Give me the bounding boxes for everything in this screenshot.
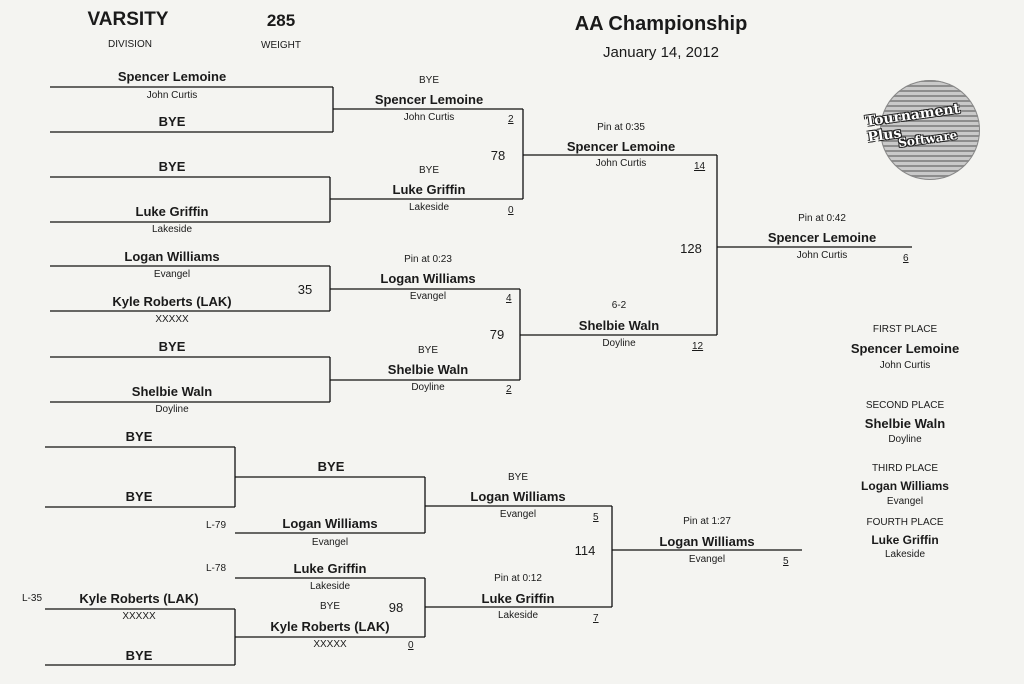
r2-score-1: 2	[508, 114, 514, 125]
r1-name-7: BYE	[158, 339, 186, 354]
cons-final-school: Evangel	[688, 554, 726, 565]
r3-score-2: 12	[692, 341, 704, 352]
r3-score-1: 14	[694, 161, 706, 172]
loser-from-79: L-79	[206, 520, 227, 531]
r1-school-4: Lakeside	[151, 224, 193, 235]
r2-school-2: Lakeside	[408, 202, 450, 213]
r1-name-8: Shelbie Waln	[131, 384, 213, 399]
loser-from-78: L-78	[206, 563, 227, 574]
cons-r3-score-a: 5	[593, 512, 599, 523]
r3-school-2: Doyline	[602, 338, 636, 349]
second-place-name: Shelbie Waln	[864, 416, 946, 431]
cons-r1-school-1: XXXXX	[122, 611, 156, 622]
r2-result-3: Pin at 0:23	[404, 254, 452, 265]
cons-r3-name-a: Logan Williams	[470, 489, 566, 504]
bout-number-114: 114	[574, 543, 596, 558]
third-place-label: THIRD PLACE	[871, 463, 939, 474]
r1-name-3: BYE	[158, 159, 186, 174]
first-place-name: Spencer Lemoine	[850, 341, 960, 356]
cons-r1-win-school: XXXXX	[313, 639, 347, 650]
final-school: John Curtis	[796, 250, 848, 261]
r2-name-2: Luke Griffin	[392, 182, 466, 197]
r2-result-2: BYE	[418, 165, 440, 176]
cons-r2-school-a: Evangel	[311, 537, 349, 548]
r2-school-3: Evangel	[409, 291, 447, 302]
cons-r3-score-b: 7	[593, 613, 599, 624]
cons-r2-name-a: Logan Williams	[282, 516, 378, 531]
r2-result-1: BYE	[418, 75, 440, 86]
division-value: VARSITY	[87, 9, 169, 30]
second-place-school: Doyline	[888, 434, 922, 445]
r2-score-4: 2	[506, 384, 512, 395]
r2-name-3: Logan Williams	[380, 271, 476, 286]
cons-r1-name-1: Kyle Roberts (LAK)	[79, 591, 199, 606]
r3-name-1: Spencer Lemoine	[566, 139, 676, 154]
r2-name-4: Shelbie Waln	[387, 362, 469, 377]
cons-final-score: 5	[783, 556, 789, 567]
fourth-place-name: Luke Griffin	[871, 533, 939, 547]
third-place-name: Logan Williams	[861, 479, 949, 493]
r3-result-1: Pin at 0:35	[597, 122, 645, 133]
r1-name-4: Luke Griffin	[135, 204, 209, 219]
final-name: Spencer Lemoine	[767, 230, 877, 245]
cons-r2-name-b: Luke Griffin	[293, 561, 367, 576]
cons-r1-win-name: Kyle Roberts (LAK)	[270, 619, 390, 634]
r2-score-3: 4	[506, 293, 512, 304]
bout-number-98: 98	[388, 600, 404, 615]
cons-r2-school-b: Lakeside	[309, 581, 351, 592]
r2-name-1: Spencer Lemoine	[374, 92, 484, 107]
r1-school-6: XXXXX	[155, 314, 189, 325]
r2-result-4: BYE	[417, 345, 439, 356]
r2-school-4: Doyline	[411, 382, 445, 393]
cons-final-name: Logan Williams	[659, 534, 755, 549]
r3-result-2: 6-2	[611, 300, 627, 311]
page-title: AA Championship	[574, 13, 748, 35]
r3-school-1: John Curtis	[595, 158, 647, 169]
cons-r3-name-b: Luke Griffin	[481, 591, 555, 606]
cons-bye-1: BYE	[125, 429, 153, 444]
cons-r3-result-a: BYE	[507, 472, 529, 483]
tournament-logo: Tournament Plus Software	[864, 80, 980, 180]
bout-number-79: 79	[489, 327, 505, 342]
cons-r3-school-b: Lakeside	[497, 610, 539, 621]
r2-school-1: John Curtis	[403, 112, 455, 123]
second-place-label: SECOND PLACE	[865, 400, 945, 411]
weight-label: WEIGHT	[261, 40, 301, 51]
cons-r1-win-score: 0	[408, 640, 414, 651]
fourth-place-school: Lakeside	[884, 549, 926, 560]
weight-value: 285	[266, 11, 296, 30]
fourth-place-label: FOURTH PLACE	[866, 517, 944, 528]
cons-bye-2: BYE	[125, 489, 153, 504]
first-place-school: John Curtis	[879, 360, 931, 371]
final-score: 6	[903, 253, 909, 264]
cons-r1-name-2: BYE	[125, 648, 153, 663]
cons-r3-result-b: Pin at 0:12	[494, 573, 542, 584]
r3-name-2: Shelbie Waln	[578, 318, 660, 333]
r1-school-1: John Curtis	[146, 90, 198, 101]
cons-bye-winner: BYE	[317, 459, 345, 474]
r2-score-2: 0	[508, 205, 514, 216]
r1-school-8: Doyline	[155, 404, 189, 415]
event-date: January 14, 2012	[603, 44, 719, 61]
first-place-label: FIRST PLACE	[872, 324, 938, 335]
r1-name-2: BYE	[158, 114, 186, 129]
bout-number-78: 78	[490, 148, 506, 163]
loser-from-35: L-35	[22, 593, 43, 604]
r1-school-5: Evangel	[153, 269, 191, 280]
cons-r3-school-a: Evangel	[499, 509, 537, 520]
third-place-school: Evangel	[886, 496, 924, 507]
cons-r1-win-result: BYE	[319, 601, 341, 612]
r1-name-1: Spencer Lemoine	[117, 69, 227, 84]
bout-number-128: 128	[680, 241, 702, 256]
bout-number-35: 35	[297, 282, 313, 297]
cons-final-result: Pin at 1:27	[683, 516, 731, 527]
division-label: DIVISION	[108, 39, 152, 50]
r1-name-5: Logan Williams	[124, 249, 220, 264]
r1-name-6: Kyle Roberts (LAK)	[112, 294, 232, 309]
final-result: Pin at 0:42	[798, 213, 846, 224]
